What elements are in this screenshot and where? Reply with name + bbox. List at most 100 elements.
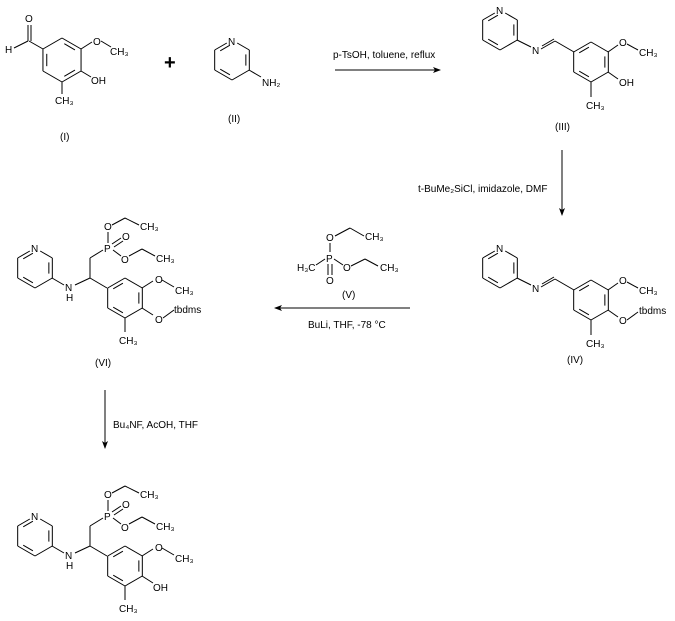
bond <box>124 277 143 289</box>
compound-V: P O CH₃ O CH₃ H₃C O (V) <box>297 232 399 301</box>
atom-label: P <box>326 254 333 265</box>
atom-label: H₃C <box>297 263 316 274</box>
bond <box>107 307 126 319</box>
bond <box>111 505 122 513</box>
bond <box>107 277 126 289</box>
bond <box>74 277 91 286</box>
bond <box>573 309 592 321</box>
bond <box>248 69 262 78</box>
bond <box>61 70 82 83</box>
bond <box>141 516 156 525</box>
step2-conditions: t-BuMe₂SiCl, imidazole, DMF <box>418 184 547 195</box>
bond <box>482 277 501 289</box>
atom-label: O <box>326 233 334 244</box>
bond <box>590 71 609 83</box>
bond <box>573 279 592 291</box>
bond <box>141 307 154 316</box>
bond <box>111 217 126 226</box>
step3-conditions: BuLi, THF, -78 °C <box>308 320 386 331</box>
atom-label: CH₃ <box>380 263 399 274</box>
atom-label: NH₂ <box>262 78 280 89</box>
bond <box>42 37 63 50</box>
bond <box>590 309 609 321</box>
bond <box>51 277 65 286</box>
bond <box>128 248 143 257</box>
atom-label: O <box>121 255 129 266</box>
bond <box>573 71 592 83</box>
bond <box>22 520 34 528</box>
plus-sign: + <box>164 52 176 74</box>
bond <box>64 69 76 77</box>
compound-product: N N H P O CH₃ O O CH₃ O CH₃ OH CH₃ <box>31 490 194 615</box>
step1-conditions: p-TsOH, toluene, reflux <box>333 50 435 61</box>
bond <box>89 517 104 527</box>
bond <box>112 306 124 314</box>
bond <box>39 518 53 527</box>
bond <box>516 39 532 48</box>
bond <box>482 250 496 259</box>
bond <box>112 550 124 558</box>
bond <box>578 46 590 54</box>
bond <box>22 544 34 552</box>
bond <box>590 279 609 291</box>
bond <box>22 252 34 260</box>
bond <box>17 277 36 289</box>
atom-label: N <box>496 244 503 255</box>
atom-label: O <box>104 490 112 501</box>
bond <box>34 545 53 557</box>
bond <box>124 575 143 587</box>
compound-II: N NH₂ (II) <box>228 37 280 125</box>
bond <box>482 39 501 51</box>
compound-VI: N N H P O CH₃ O O CH₃ O CH₃ O tbdms CH₃ … <box>31 222 201 369</box>
bond <box>39 250 53 259</box>
atom-label: CH₃ <box>175 286 194 297</box>
atom-label: CH₃ <box>110 47 129 58</box>
atom-label: O <box>122 232 130 243</box>
bond <box>219 44 231 52</box>
bond <box>573 41 592 53</box>
bond <box>141 280 154 289</box>
atom-label: CH₃ <box>175 554 194 565</box>
bond <box>141 575 154 584</box>
atom-label: N <box>65 551 72 562</box>
bond <box>34 277 53 289</box>
atom-label: CH₃ <box>119 336 138 347</box>
atom-label: CH₃ <box>586 339 605 350</box>
bond <box>107 545 126 557</box>
bond <box>499 277 518 289</box>
bond <box>231 69 250 81</box>
atom-label: CH₃ <box>140 222 159 233</box>
bond <box>499 39 518 51</box>
atom-label: tbdms <box>639 306 666 317</box>
bond <box>554 40 575 53</box>
compound-label: (II) <box>228 114 240 125</box>
compound-label: (IV) <box>567 355 583 366</box>
bond <box>487 252 499 260</box>
atom-label: OH <box>153 583 168 594</box>
atom-label: H <box>66 561 73 572</box>
bond <box>17 518 31 527</box>
compound-III: N N O CH₃ OH CH₃ (III) <box>496 6 658 133</box>
bond <box>17 545 36 557</box>
bond <box>17 250 31 259</box>
atom-label: H <box>66 293 73 304</box>
atom-label: N <box>496 6 503 17</box>
bond <box>541 38 555 47</box>
bond <box>626 43 639 51</box>
bond <box>578 308 590 316</box>
bond <box>214 69 233 81</box>
bond <box>540 278 556 288</box>
atom-label: CH₃ <box>639 286 658 297</box>
compound-label: (V) <box>342 290 355 301</box>
atom-label: O <box>155 315 163 326</box>
bond <box>124 545 143 557</box>
bond <box>112 574 124 582</box>
bond <box>504 250 518 259</box>
atom-label: N <box>532 46 539 57</box>
bond <box>51 545 65 554</box>
bond <box>113 508 124 516</box>
bond <box>111 485 126 494</box>
bond <box>162 309 175 319</box>
